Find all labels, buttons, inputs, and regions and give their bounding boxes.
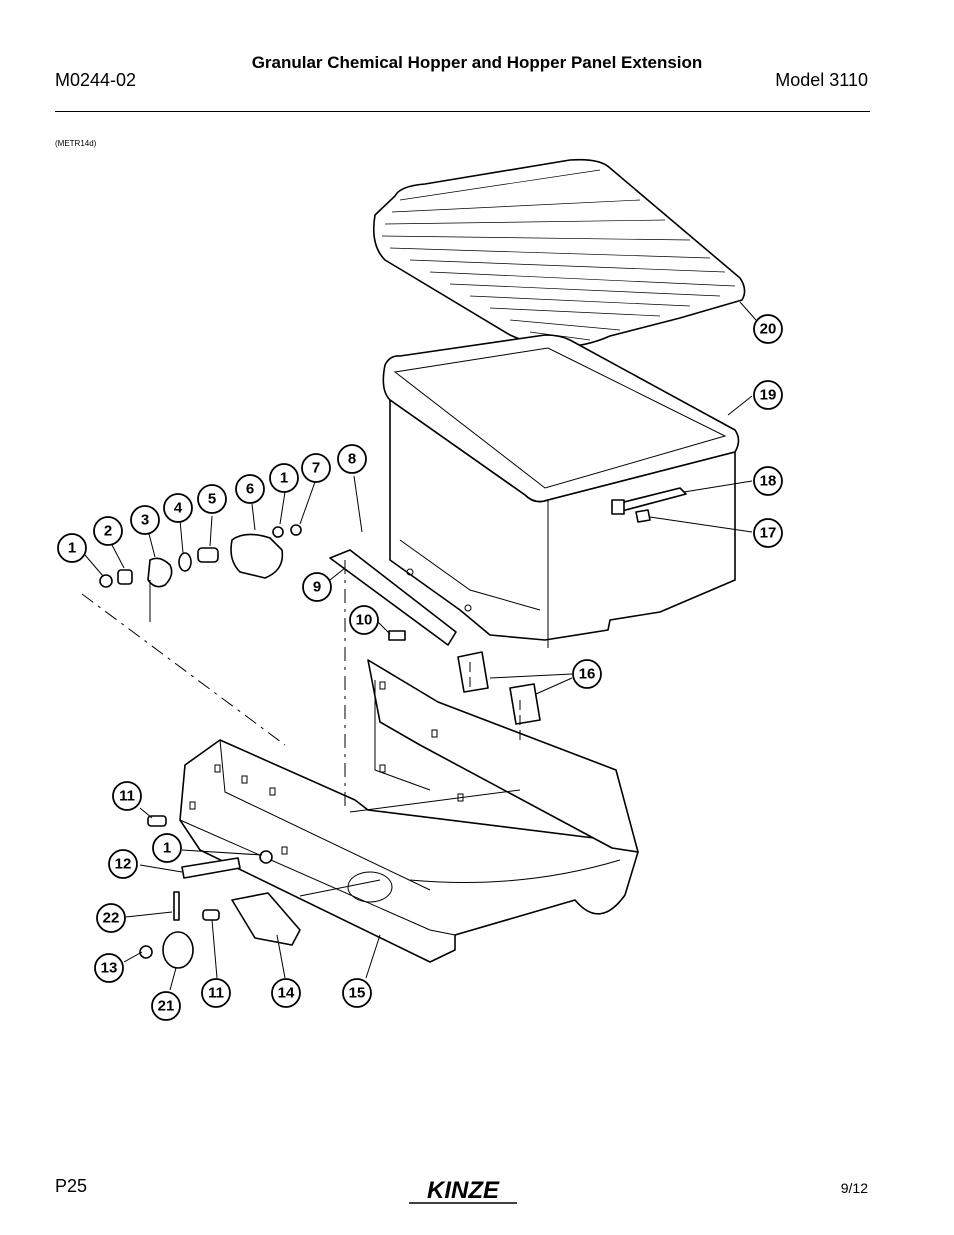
svg-text:10: 10 [356,612,373,629]
assembly-lines [81,560,521,897]
callout-8: 8 [337,444,367,474]
document-number: M0244-02 [55,70,137,90]
hopper-lid [372,158,746,348]
svg-text:20: 20 [760,321,777,338]
callout-19: 19 [753,380,783,410]
svg-text:7: 7 [312,460,320,477]
svg-text:4: 4 [174,500,183,517]
callout-10: 10 [349,605,379,635]
model-number: Model 3110 [775,70,868,90]
svg-text:8: 8 [348,451,356,468]
svg-text:21: 21 [158,998,175,1015]
callout-21: 21 [151,991,181,1021]
hardware-parts [99,524,406,969]
svg-text:17: 17 [760,525,777,542]
panel-extension-frame [179,659,639,963]
svg-text:1: 1 [163,840,171,857]
svg-text:11: 11 [119,788,135,805]
callout-6: 6 [235,474,265,504]
callout-1c: 1 [152,833,182,863]
callout-18: 18 [753,466,783,496]
header-rule [55,111,870,112]
svg-text:1: 1 [68,540,76,557]
svg-text:1: 1 [280,470,288,487]
svg-text:16: 16 [579,666,596,683]
page-title: Granular Chemical Hopper and Hopper Pane… [251,53,703,72]
callout-5: 5 [197,484,227,514]
leader-lines [84,301,757,991]
svg-text:18: 18 [760,473,777,490]
callout-16: 16 [572,659,602,689]
callout-11: 11 [112,781,142,811]
revision-date: 9/12 [840,1180,868,1196]
svg-text:13: 13 [101,960,118,977]
support-bar [329,549,541,725]
callout-14: 14 [271,978,301,1008]
callout-15: 15 [342,978,372,1008]
svg-text:15: 15 [349,985,366,1002]
page-number: P25 [55,1176,88,1196]
svg-text:22: 22 [103,910,120,927]
kinze-logo: KINZE [409,1177,517,1204]
callout-20: 20 [753,314,783,344]
callout-1: 1 [57,533,87,563]
hopper-bracket [611,487,687,523]
svg-text:KINZE: KINZE [427,1177,500,1204]
callout-2: 2 [93,516,123,546]
svg-text:9: 9 [313,579,321,596]
svg-text:2: 2 [104,523,112,540]
callout-12: 12 [108,849,138,879]
callout-4: 4 [163,493,193,523]
hopper-body [382,334,740,648]
svg-text:19: 19 [760,387,777,404]
callout-7: 7 [301,453,331,483]
callout-3: 3 [130,505,160,535]
callout-11b: 11 [201,978,231,1008]
callout-13: 13 [94,953,124,983]
callout-9: 9 [302,572,332,602]
callout-17: 17 [753,518,783,548]
svg-text:11: 11 [208,985,224,1002]
svg-text:5: 5 [208,491,216,508]
callout-1b: 1 [269,463,299,493]
svg-text:3: 3 [141,512,149,529]
figure-code: (METR14d) [55,139,97,148]
svg-text:14: 14 [278,985,295,1002]
callout-22: 22 [96,903,126,933]
svg-text:6: 6 [246,481,254,498]
svg-text:12: 12 [115,856,132,873]
